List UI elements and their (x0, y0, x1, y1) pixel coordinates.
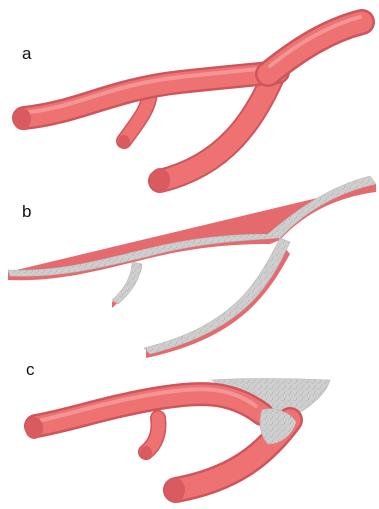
vessel-opened-illustration (0, 340, 379, 509)
panel-c: c (0, 340, 379, 509)
panel-a: a (0, 0, 379, 170)
side-branch-end-c (140, 446, 152, 460)
lower-limb-cut-face (144, 238, 290, 354)
panel-b: b (0, 170, 379, 340)
inlet-end (13, 108, 31, 130)
vessel-section-illustration (0, 170, 379, 340)
branch-cut-face (112, 262, 142, 304)
vessel-intact-illustration (0, 0, 379, 170)
inlet-end-c (25, 417, 43, 439)
side-branch-end (118, 135, 130, 149)
lower-outlet-end-c (165, 478, 185, 502)
